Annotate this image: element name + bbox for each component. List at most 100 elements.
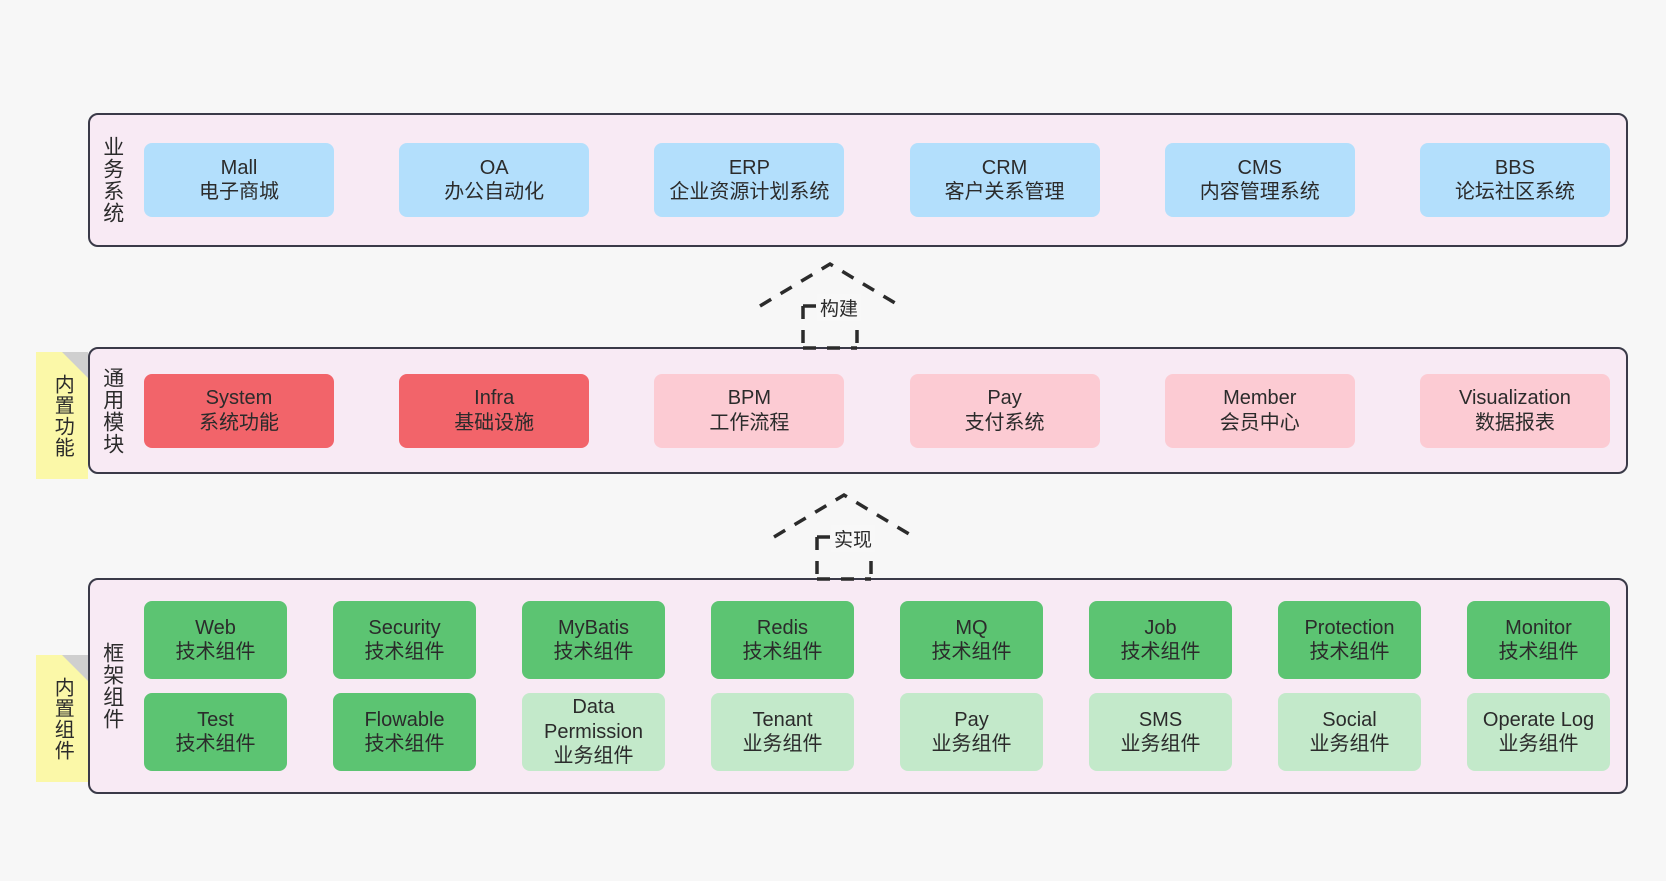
card-pay-component[interactable]: Pay 业务组件 (900, 693, 1043, 771)
card-title: Operate Log (1482, 708, 1595, 731)
card-row: System 系统功能 Infra 基础设施 BPM 工作流程 Pay 支付系统… (144, 373, 1610, 448)
card-bpm[interactable]: BPM 工作流程 (654, 373, 845, 448)
card-subtitle: 技术组件 (742, 641, 823, 663)
connector-implement: 实现 (769, 489, 919, 581)
card-monitor[interactable]: Monitor 技术组件 (1467, 601, 1610, 679)
card-title: Pay (987, 387, 1022, 410)
card-tenant[interactable]: Tenant 业务组件 (711, 693, 854, 771)
card-title: BPM (727, 387, 772, 410)
card-subtitle: 办公自动化 (444, 181, 545, 203)
card-erp[interactable]: ERP 企业资源计划系统 (654, 143, 845, 217)
card-title: Redis (756, 616, 809, 639)
card-subtitle: 技术组件 (1120, 641, 1201, 663)
card-job[interactable]: Job 技术组件 (1089, 601, 1232, 679)
card-title: Visualization (1458, 387, 1571, 410)
note-fold-icon (62, 655, 88, 681)
card-subtitle: 业务组件 (553, 745, 634, 768)
layer-title-common-modules: 通用模块 (100, 366, 124, 455)
card-title: Job (1144, 616, 1177, 639)
card-infra[interactable]: Infra 基础设施 (399, 373, 590, 448)
card-row: Test 技术组件 Flowable 技术组件 Data Permission … (144, 693, 1610, 771)
card-title: Member (1223, 387, 1297, 410)
card-title: ERP (728, 156, 770, 179)
card-social[interactable]: Social 业务组件 (1278, 693, 1421, 771)
card-title: MyBatis (557, 616, 630, 639)
card-redis[interactable]: Redis 技术组件 (711, 601, 854, 679)
card-subtitle: 技术组件 (1498, 641, 1579, 663)
note-fold-icon (62, 352, 88, 378)
card-subtitle: 系统功能 (199, 411, 279, 434)
card-subtitle: 基础设施 (454, 411, 535, 434)
card-title: SMS (1138, 708, 1183, 731)
layer-common-modules: 通用模块 System 系统功能 Infra 基础设施 BPM 工作流程 Pay… (88, 347, 1628, 474)
card-title: Tenant (752, 708, 813, 731)
connector-implement-label: 实现 (831, 525, 876, 552)
card-title: Monitor (1505, 616, 1572, 639)
card-bbs[interactable]: BBS 论坛社区系统 (1419, 143, 1610, 217)
card-row: Mall 电子商城 OA 办公自动化 ERP 企业资源计划系统 CRM 客户关系… (144, 143, 1610, 217)
connector-build-label: 构建 (817, 294, 862, 321)
card-member[interactable]: Member 会员中心 (1164, 373, 1355, 448)
card-title: Protection (1304, 616, 1395, 639)
card-subtitle: 企业资源计划系统 (669, 181, 830, 203)
sticky-note-builtin-components: 内置组件 (36, 655, 88, 782)
card-web[interactable]: Web 技术组件 (144, 601, 287, 679)
card-test[interactable]: Test 技术组件 (144, 693, 287, 771)
card-title: CRM (981, 156, 1028, 179)
card-title: System (205, 387, 273, 410)
card-subtitle: 技术组件 (175, 733, 256, 755)
layer-business-system: 业务系统 Mall 电子商城 OA 办公自动化 ERP 企业资源计划系统 CRM… (88, 113, 1628, 247)
card-subtitle: 技术组件 (364, 641, 445, 663)
card-pay[interactable]: Pay 支付系统 (909, 373, 1100, 448)
card-system[interactable]: System 系统功能 (144, 373, 334, 448)
sticky-note-label: 内置功能 (51, 373, 74, 458)
layer-title-framework-components: 框架组件 (100, 642, 124, 730)
card-row: Web 技术组件 Security 技术组件 MyBatis 技术组件 Redi… (144, 601, 1610, 679)
card-mall[interactable]: Mall 电子商城 (144, 143, 334, 217)
card-subtitle: 电子商城 (199, 181, 279, 203)
card-subtitle: 业务组件 (1498, 733, 1579, 755)
card-crm[interactable]: CRM 客户关系管理 (909, 143, 1100, 217)
card-subtitle: 论坛社区系统 (1454, 181, 1575, 203)
card-subtitle: 内容管理系统 (1199, 181, 1320, 203)
sticky-note-label: 内置组件 (51, 676, 74, 761)
card-title: Infra (474, 387, 515, 410)
card-subtitle: 支付系统 (964, 411, 1045, 434)
card-title: Flowable (364, 708, 445, 731)
card-operate-log[interactable]: Operate Log 业务组件 (1467, 693, 1610, 771)
layer-body-common-modules: System 系统功能 Infra 基础设施 BPM 工作流程 Pay 支付系统… (134, 349, 1626, 472)
card-oa[interactable]: OA 办公自动化 (399, 143, 590, 217)
card-mybatis[interactable]: MyBatis 技术组件 (522, 601, 665, 679)
card-title: Social (1322, 708, 1377, 731)
card-sms[interactable]: SMS 业务组件 (1089, 693, 1232, 771)
layer-framework-components: 框架组件 Web 技术组件 Security 技术组件 MyBatis 技术组件… (88, 578, 1628, 794)
card-data-permission[interactable]: Data Permission 业务组件 (522, 693, 665, 771)
card-subtitle: 业务组件 (742, 733, 823, 755)
card-subtitle: 技术组件 (364, 733, 445, 755)
card-security[interactable]: Security 技术组件 (333, 601, 476, 679)
card-subtitle: 技术组件 (175, 641, 256, 663)
sticky-note-builtin-features: 内置功能 (36, 352, 88, 479)
card-cms[interactable]: CMS 内容管理系统 (1164, 143, 1355, 217)
card-title: Web (195, 616, 236, 639)
card-subtitle: 业务组件 (931, 733, 1012, 755)
card-title: Test (197, 708, 234, 731)
connector-build: 构建 (755, 258, 905, 350)
card-title: CMS (1237, 156, 1282, 179)
layer-body-business-system: Mall 电子商城 OA 办公自动化 ERP 企业资源计划系统 CRM 客户关系… (134, 115, 1626, 245)
card-protection[interactable]: Protection 技术组件 (1278, 601, 1421, 679)
card-title: OA (479, 156, 509, 179)
card-title: BBS (1494, 156, 1535, 179)
card-subtitle: 数据报表 (1474, 411, 1555, 434)
card-title: MQ (955, 616, 988, 639)
card-visualization[interactable]: Visualization 数据报表 (1419, 373, 1610, 448)
layer-body-framework-components: Web 技术组件 Security 技术组件 MyBatis 技术组件 Redi… (134, 580, 1626, 792)
card-title: Data Permission (544, 696, 643, 743)
card-subtitle: 业务组件 (1120, 733, 1201, 755)
card-subtitle: 技术组件 (1309, 641, 1390, 663)
card-subtitle: 工作流程 (709, 411, 790, 434)
card-subtitle: 技术组件 (931, 641, 1012, 663)
card-mq[interactable]: MQ 技术组件 (900, 601, 1043, 679)
card-flowable[interactable]: Flowable 技术组件 (333, 693, 476, 771)
